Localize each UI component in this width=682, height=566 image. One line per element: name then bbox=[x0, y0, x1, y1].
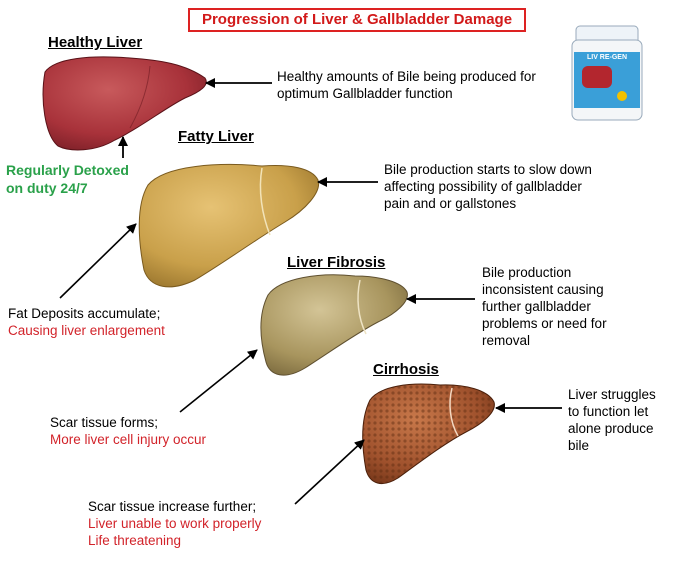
note-fibrosis: Bile production inconsistent causing fur… bbox=[482, 265, 607, 348]
healthy-liver-illustration bbox=[42, 56, 207, 151]
cirrhosis-liver-illustration bbox=[362, 383, 495, 485]
arrow-cause-fat bbox=[59, 223, 137, 299]
arrow-cause-scar-further bbox=[294, 439, 365, 505]
supplement-bottle-icon bbox=[571, 25, 643, 121]
diagram-title: Progression of Liver & Gallbladder Damag… bbox=[188, 8, 526, 32]
note-healthy: Healthy amounts of Bile being produced f… bbox=[277, 69, 536, 101]
product-label: LIV RE-GEN bbox=[586, 54, 628, 61]
cause-scar-tissue-further: Scar tissue increase further; Liver unab… bbox=[88, 499, 262, 548]
stage-title-cirrhosis: Cirrhosis bbox=[373, 361, 439, 378]
cause-scar-tissue: Scar tissue forms; More liver cell injur… bbox=[50, 415, 207, 447]
stage-title-fibrosis: Liver Fibrosis bbox=[287, 254, 386, 271]
arrow-cause-scar bbox=[179, 349, 258, 413]
detox-label: Regularly Detoxed on duty 24/7 bbox=[6, 162, 129, 196]
note-fatty: Bile production starts to slow down affe… bbox=[384, 162, 592, 211]
cause-fat-deposits: Fat Deposits accumulate; Causing liver e… bbox=[8, 306, 165, 338]
stage-title-fatty: Fatty Liver bbox=[178, 128, 254, 145]
note-cirrhosis: Liver struggles to function let alone pr… bbox=[568, 387, 656, 453]
fatty-liver-illustration bbox=[138, 163, 320, 288]
fibrosis-liver-illustration bbox=[260, 274, 408, 376]
stage-title-healthy: Healthy Liver bbox=[48, 34, 143, 51]
